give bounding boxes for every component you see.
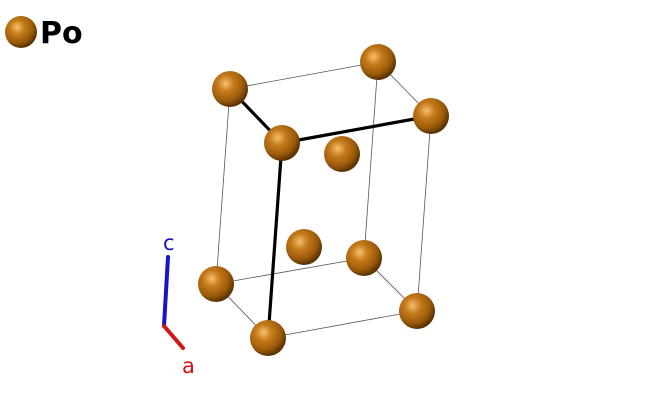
cell-edge — [215, 88, 231, 285]
cell-edge — [267, 310, 418, 339]
cell-edge — [229, 61, 379, 90]
cell-vector — [266, 141, 284, 340]
po-atom — [198, 266, 234, 302]
c-axis-label: c — [163, 231, 175, 255]
unit-cell-edges — [215, 61, 432, 339]
po-atom — [346, 240, 382, 276]
cell-vector — [280, 114, 433, 145]
po-atom — [360, 44, 396, 80]
po-atom — [413, 98, 449, 134]
a-axis-label: a — [182, 354, 195, 378]
po-atom — [250, 320, 286, 356]
a-axis-arrow — [162, 324, 185, 350]
atoms-front — [198, 71, 449, 356]
atoms-back — [286, 44, 396, 276]
po-atom — [264, 125, 300, 161]
po-atom — [324, 136, 360, 172]
cell-edge — [363, 61, 379, 259]
axis-indicator: c a — [162, 231, 195, 378]
cell-vectors — [228, 87, 433, 340]
legend-element-label: Po — [40, 16, 83, 51]
legend-atom-icon — [5, 16, 37, 48]
cell-edge — [215, 257, 365, 285]
po-atom — [212, 71, 248, 107]
legend: Po — [5, 16, 83, 51]
po-atom — [286, 229, 322, 265]
c-axis-arrow — [162, 255, 170, 328]
cell-edge — [416, 115, 432, 312]
po-atom — [399, 293, 435, 329]
